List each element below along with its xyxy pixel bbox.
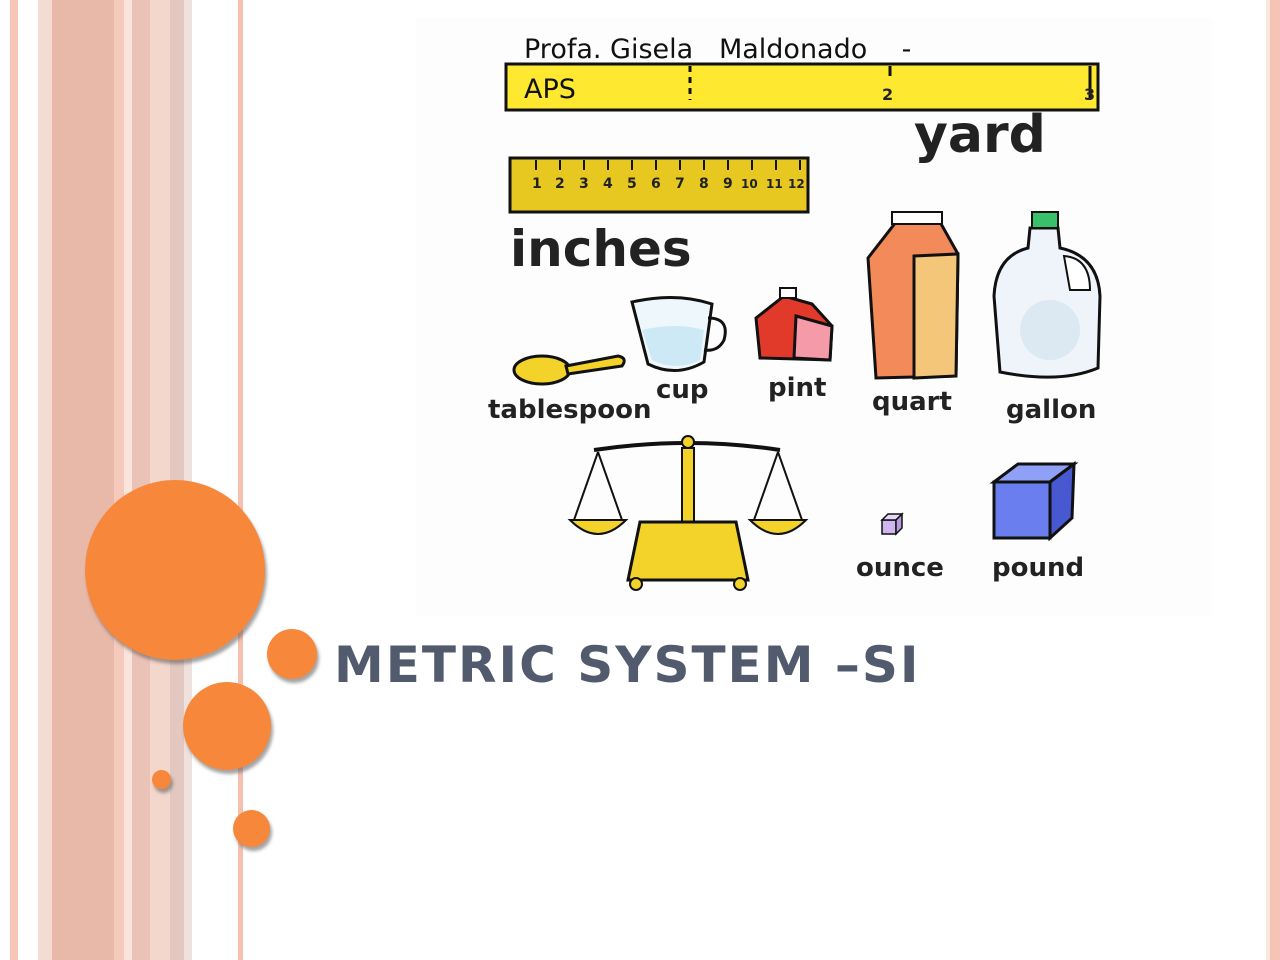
yard-tick-3: 3	[1084, 85, 1095, 104]
inch-tick-6: 6	[651, 176, 661, 192]
gallon-jug-icon	[992, 211, 1102, 379]
slide-title: Metric System –SI	[334, 636, 921, 694]
inch-tick-5: 5	[627, 176, 637, 192]
small-orange-circle-bottom	[233, 810, 270, 847]
inches-label: inches	[510, 220, 692, 278]
pint-carton-icon	[754, 287, 834, 362]
left-stripe-6	[150, 0, 170, 960]
left-stripe-5	[132, 0, 150, 960]
author-name: Profa. Gisela Maldonado -	[524, 34, 912, 65]
inch-tick-10: 10	[741, 177, 758, 191]
inch-tick-3: 3	[579, 176, 589, 192]
right-border-stripe	[1270, 0, 1280, 960]
ounce-label: ounce	[856, 553, 944, 583]
right-border-inner	[1266, 0, 1270, 960]
pound-label: pound	[992, 553, 1084, 583]
inch-tick-7: 7	[675, 176, 685, 192]
cup-label: cup	[656, 375, 709, 405]
small-orange-circle	[267, 629, 317, 679]
quart-carton-icon	[866, 211, 960, 380]
inch-tick-11: 11	[766, 177, 783, 191]
left-stripe-4	[124, 0, 132, 960]
inch-tick-4: 4	[603, 176, 613, 192]
inch-tick-1: 1	[532, 176, 542, 192]
yard-ruler: 2 3	[504, 62, 1100, 112]
tablespoon-icon	[512, 354, 626, 386]
gallon-label: gallon	[1006, 395, 1096, 425]
left-border-stripe	[10, 0, 18, 960]
cup-icon	[630, 296, 727, 372]
large-orange-circle	[85, 480, 265, 660]
pint-label: pint	[768, 373, 826, 403]
measurement-illustration: 2 3 yard 1 2 3	[416, 18, 1212, 616]
inch-tick-8: 8	[699, 176, 709, 192]
inch-tick-12: 12	[788, 177, 805, 191]
tablespoon-label: tablespoon	[488, 395, 651, 425]
left-stripe-2	[52, 0, 114, 960]
yard-tick-2: 2	[882, 85, 893, 104]
inch-tick-9: 9	[723, 176, 733, 192]
inches-ruler: 1 2 3 4 5 6 7 8 9 10 11 12	[508, 156, 810, 214]
yard-label: yard	[914, 105, 1046, 165]
tiny-orange-circle	[152, 770, 171, 789]
quart-label: quart	[872, 387, 952, 417]
measurement-clipart: 2 3 yard 1 2 3	[488, 62, 1102, 591]
left-stripe-9	[238, 0, 243, 960]
author-caption: Profa. Gisela Maldonado - APS	[524, 30, 1004, 110]
left-stripe-1	[38, 0, 52, 960]
balance-scale-icon	[567, 435, 809, 591]
medium-orange-circle	[183, 682, 271, 770]
pound-cube-icon	[989, 460, 1079, 542]
ounce-cube-icon	[880, 512, 904, 536]
inch-tick-2: 2	[555, 176, 565, 192]
left-stripe-3	[114, 0, 124, 960]
author-org: APS	[524, 74, 576, 105]
